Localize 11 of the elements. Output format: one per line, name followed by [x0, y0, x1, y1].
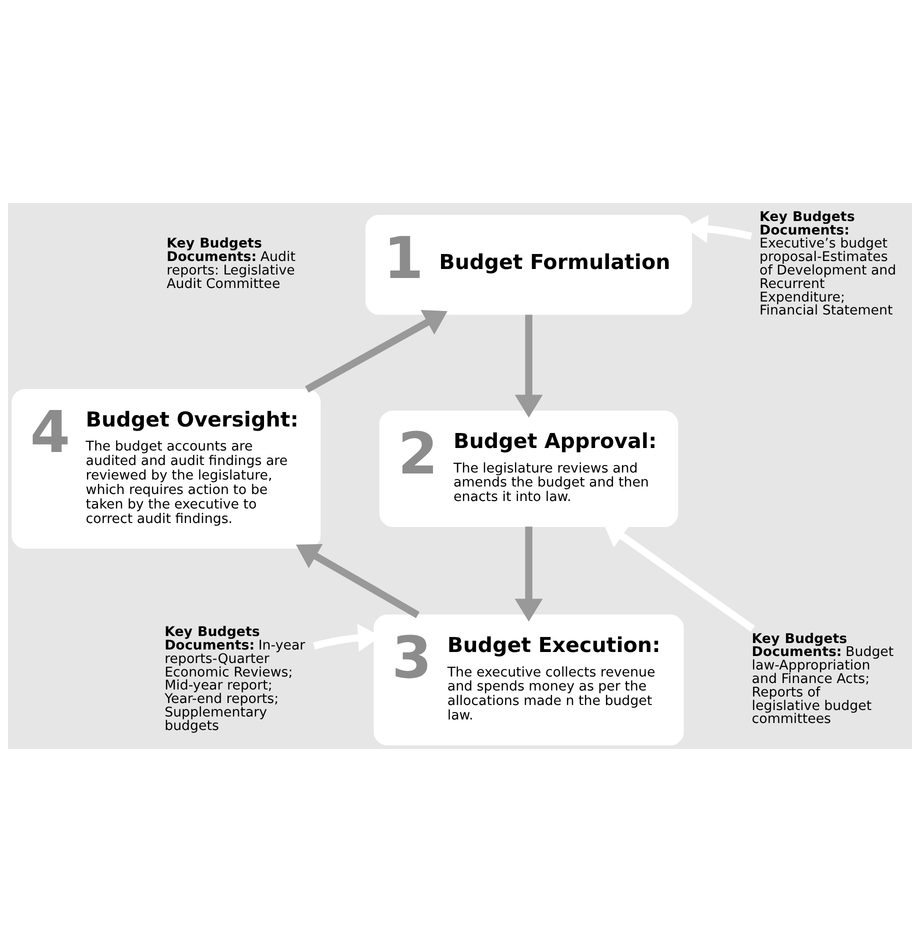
node-text: Key Budgets Documents: In-year reports-Quarter Economic Reviews; Mid-year report; Year-end reports; Supplementary budgets	[164, 624, 306, 734]
node-box: 1 Budget Formulation	[365, 214, 692, 314]
node-text: Key Budgets Documents: Executive’s budget proposal-Estimates of Development and Recurrent Expenditure; Financial Statement	[760, 209, 896, 318]
node-text: Key Budgets Documents: Budget law-Appropriation and Finance Acts; Reports of legislative budget committees	[752, 631, 894, 727]
node-box: 3 Budget Execution: The executive collects revenue and spends money as per the allocations made n the budget law.	[374, 614, 684, 745]
node-box: 2 Budget Approval: The legislature reviews and amends the budget and then enacts it into law.	[379, 410, 678, 526]
arrow	[514, 314, 543, 418]
label: Key Budgets Documents: Audit reports: Legislative Audit Committee	[166, 236, 296, 292]
arrow	[305, 309, 448, 392]
arrow	[514, 526, 543, 622]
arrow	[296, 543, 420, 618]
